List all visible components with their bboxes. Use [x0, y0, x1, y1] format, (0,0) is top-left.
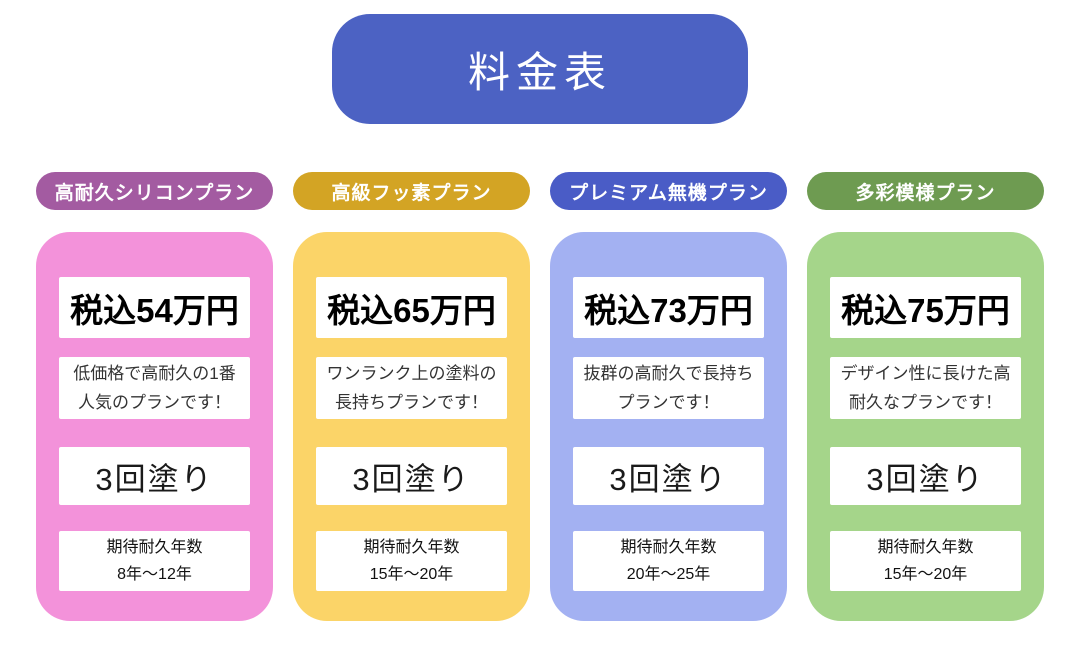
coats-box: 3回塗り [316, 447, 507, 505]
plans-grid: 高耐久シリコンプラン 税込54万円 低価格で高耐久の1番 人気のプランです！ 3… [0, 172, 1080, 621]
plan-name: プレミアム無機プラン [569, 182, 768, 204]
description-line2: 長持ちプランです！ [335, 393, 488, 412]
durability-years: 20年〜25年 [626, 566, 711, 583]
price-box: 税込65万円 [316, 277, 507, 338]
price-text: 税込73万円 [584, 291, 753, 329]
price-box: 税込75万円 [830, 277, 1021, 338]
coats-text: 3回塗り [95, 461, 214, 497]
plan-column-fluorine: 高級フッ素プラン 税込65万円 ワンランク上の塗料の 長持ちプランです！ 3回塗… [293, 172, 530, 621]
plan-card-multicolor: 税込75万円 デザイン性に長けた高 耐久なプランです！ 3回塗り 期待耐久年数 … [807, 232, 1044, 621]
description-line2: 耐久なプランです！ [849, 393, 1002, 412]
durability-years: 8年〜12年 [117, 566, 192, 583]
description-box: ワンランク上の塗料の 長持ちプランです！ [316, 357, 507, 419]
price-box: 税込54万円 [59, 277, 250, 338]
coats-box: 3回塗り [59, 447, 250, 505]
plan-card-inorganic: 税込73万円 抜群の高耐久で長持ち プランです！ 3回塗り 期待耐久年数 20年… [550, 232, 787, 621]
durability-label: 期待耐久年数 [877, 538, 974, 556]
description-box: 低価格で高耐久の1番 人気のプランです！ [59, 357, 250, 419]
description-line1: 抜群の高耐久で長持ち [583, 363, 754, 383]
plan-name: 高級フッ素プラン [331, 182, 492, 204]
plan-badge-fluorine: 高級フッ素プラン [293, 172, 530, 210]
description-box: デザイン性に長けた高 耐久なプランです！ [830, 357, 1021, 419]
durability-label: 期待耐久年数 [363, 538, 460, 556]
plan-column-silicon: 高耐久シリコンプラン 税込54万円 低価格で高耐久の1番 人気のプランです！ 3… [36, 172, 273, 621]
plan-badge-multicolor: 多彩模様プラン [807, 172, 1044, 210]
plan-column-inorganic: プレミアム無機プラン 税込73万円 抜群の高耐久で長持ち プランです！ 3回塗り… [550, 172, 787, 621]
page-title: 料金表 [467, 48, 612, 96]
description-line2: プランです！ [617, 393, 720, 412]
durability-years: 15年〜20年 [369, 566, 454, 583]
description-line1: デザイン性に長けた高 [840, 363, 1011, 383]
description-line1: ワンランク上の塗料の [326, 363, 497, 383]
coats-box: 3回塗り [573, 447, 764, 505]
description-line1: 低価格で高耐久の1番 [73, 363, 236, 383]
plan-card-silicon: 税込54万円 低価格で高耐久の1番 人気のプランです！ 3回塗り 期待耐久年数 … [36, 232, 273, 621]
durability-years: 15年〜20年 [883, 566, 968, 583]
plan-column-multicolor: 多彩模様プラン 税込75万円 デザイン性に長けた高 耐久なプランです！ 3回塗り… [807, 172, 1044, 621]
durability-box: 期待耐久年数 20年〜25年 [573, 531, 764, 591]
durability-box: 期待耐久年数 15年〜20年 [316, 531, 507, 591]
coats-text: 3回塗り [609, 461, 728, 497]
coats-text: 3回塗り [352, 461, 471, 497]
price-text: 税込65万円 [327, 291, 496, 329]
plan-badge-inorganic: プレミアム無機プラン [550, 172, 787, 210]
plan-badge-silicon: 高耐久シリコンプラン [36, 172, 273, 210]
durability-label: 期待耐久年数 [620, 538, 717, 556]
plan-name: 高耐久シリコンプラン [54, 182, 255, 204]
coats-text: 3回塗り [866, 461, 985, 497]
durability-box: 期待耐久年数 8年〜12年 [59, 531, 250, 591]
durability-label: 期待耐久年数 [106, 538, 203, 556]
coats-box: 3回塗り [830, 447, 1021, 505]
price-box: 税込73万円 [573, 277, 764, 338]
plan-card-fluorine: 税込65万円 ワンランク上の塗料の 長持ちプランです！ 3回塗り 期待耐久年数 … [293, 232, 530, 621]
page-title-banner: 料金表 [332, 14, 748, 124]
description-box: 抜群の高耐久で長持ち プランです！ [573, 357, 764, 419]
description-line2: 人気のプランです！ [78, 393, 231, 412]
price-text: 税込75万円 [841, 291, 1010, 329]
price-text: 税込54万円 [70, 291, 239, 329]
durability-box: 期待耐久年数 15年〜20年 [830, 531, 1021, 591]
plan-name: 多彩模様プラン [855, 182, 996, 204]
